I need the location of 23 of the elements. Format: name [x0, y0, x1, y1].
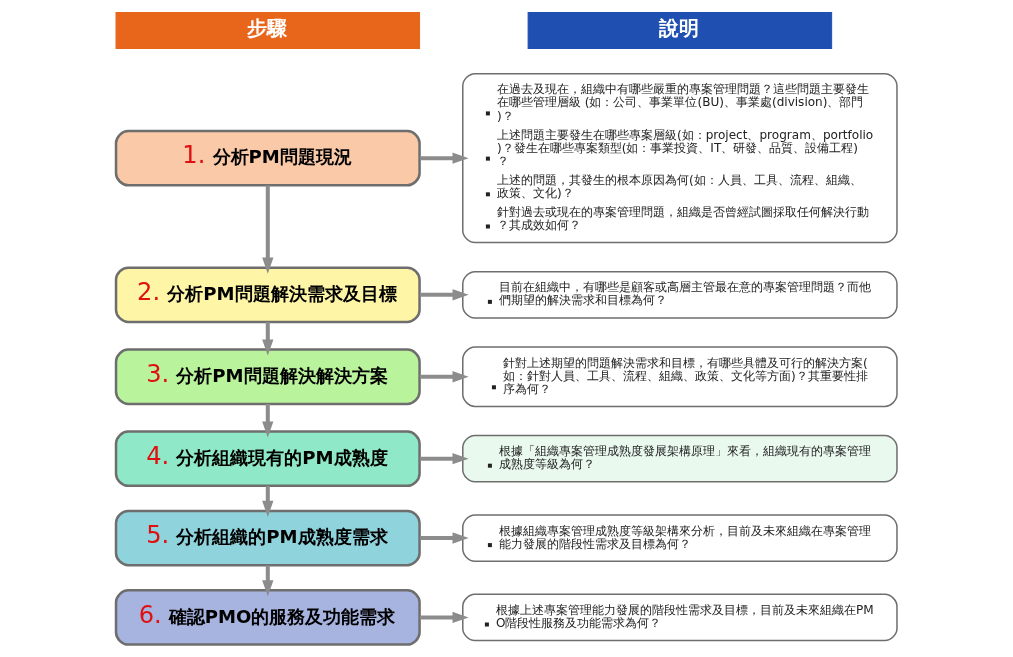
node-box: 說明 — [527, 11, 833, 50]
node-box: 步驟 — [115, 11, 421, 50]
node-box: 根據「組織專案管理成熟度發展架構原理」來看，組織現有的專案管理成熟度等級為何？ — [462, 434, 898, 483]
node-box: 根據組織專案管理成熟度等級架構來分析，目前及未來組織在專案管理能力發展的階段性需求及目標為何？ — [462, 514, 898, 562]
arrow — [262, 403, 274, 438]
node-box: 在過去及現在，組織中有哪些嚴重的專案管理問題？這些問題主要發生在哪些管理層級 (如：公司、事業單位(BU)、事業處(division)、部門)？ 上述問題主要發生在哪些專案層級(如：project、program、portfolio)？發生在哪些專案類型(如：事業投資、IT、研發、品質、設備工程)？ 上述的問題，其發生的根本原因為何(如：人員、工具、流程、組織、政策、文化)？ 針對過去或現在的專案管理問題，組織是否曾經試圖採取任何解決行動？其成效如何？ — [462, 72, 898, 244]
node-box: 目前在組織中，有哪些是顧客或高層主管最在意的專案管理問題？而他們期望的解決需求和目標為何？ — [462, 270, 898, 319]
arrow — [419, 611, 469, 624]
node-box: 針對上述期望的問題解決需求和目標，有哪些具體及可行的解決方案(如：針對人員、工具、流程、組織、政策、文化等方面)？其重要性排序為何？ — [462, 346, 898, 408]
node-box: 1. 分析PM問題現況 — [114, 129, 421, 187]
arrow — [419, 152, 469, 164]
arrow — [419, 532, 469, 544]
arrow — [262, 185, 274, 274]
arrow — [262, 322, 274, 356]
node-box: 2. 分析PM問題解決需求及目標 — [114, 266, 421, 324]
arrow — [419, 453, 469, 465]
node-box: 3. 分析PM問題解決解決方案 — [114, 348, 421, 406]
node-box: 5. 分析組織的PM成熟度需求 — [114, 509, 421, 567]
arrow — [419, 371, 469, 383]
node-box: 4. 分析組織現有的PM成熟度 — [114, 430, 421, 488]
node-box: 6. 確認PMO的服務及功能需求 — [114, 589, 421, 646]
node-box: 根據上述專案管理能力發展的階段性需求及目標，目前及未來組織在PMO階段性服務及功能需求為何？ — [462, 593, 898, 642]
arrow — [419, 289, 469, 301]
